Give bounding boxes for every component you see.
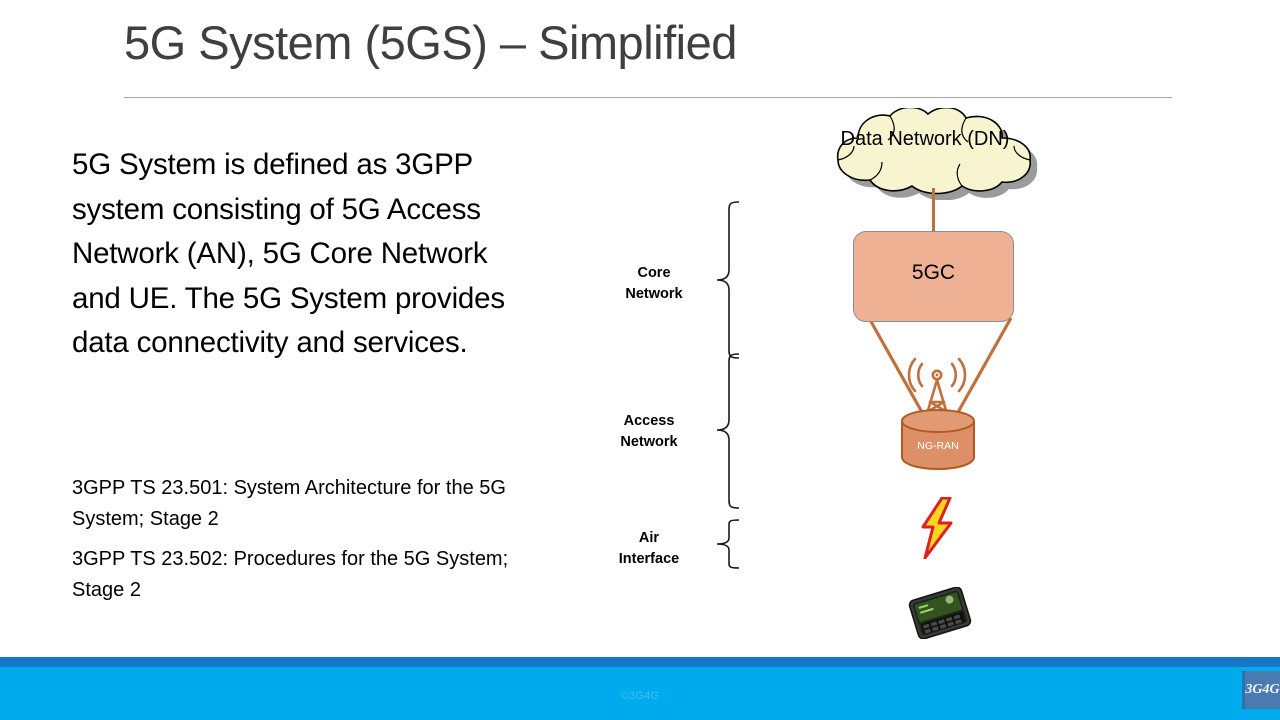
body-paragraph: 5G System is defined as 3GPP system cons… [72,148,505,359]
reference-list: 3GPP TS 23.501: System Architecture for … [72,473,512,606]
footer-stripe [0,657,1280,667]
lightning-bolt-icon [921,497,953,559]
title-divider [124,97,1172,98]
bracket-label-core-network: Core Network [625,265,683,302]
curly-brace-air-interface [716,519,740,569]
reference-item: 3GPP TS 23.502: Procedures for the 5G Sy… [72,548,509,601]
curly-brace-core-network [716,201,740,359]
brand-logo-text: 3G4G [1245,682,1280,697]
page-title: 5G System (5GS) – Simplified [124,16,737,69]
ngran-cylinder [901,409,975,470]
core-network-box-label: 5GC [911,261,956,284]
brand-logo: 3G4G [1242,671,1280,709]
curly-brace-access-network [716,353,740,509]
footer-banner [0,667,1280,720]
bracket-label-air-interface: Air Interface [618,530,680,567]
footer-copyright: ©3G4G [620,690,660,702]
bracket-label-access-network: Access Network [620,413,678,450]
data-network-cloud [836,108,1038,200]
smartphone-icon [908,587,972,639]
core-network-box: 5GC [853,231,1014,322]
link-dn-to-5gc [932,188,935,233]
reference-item: 3GPP TS 23.501: System Architecture for … [72,477,506,530]
